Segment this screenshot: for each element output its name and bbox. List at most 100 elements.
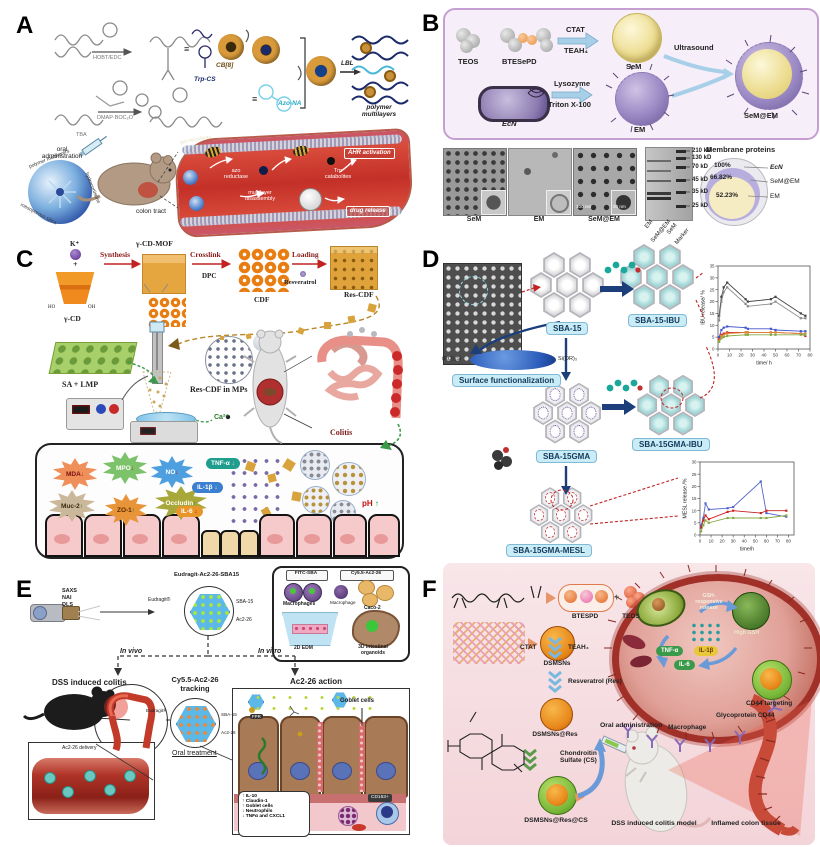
- panel-e-label: E: [16, 576, 33, 603]
- svg-text:MESL release /%: MESL release /%: [683, 478, 689, 518]
- mof-lattice-inset: [148, 297, 186, 327]
- monocyte-nucleus: [381, 806, 393, 818]
- cb8-host-icon: [218, 34, 244, 60]
- pump-knob-blue: [96, 404, 106, 414]
- sem-sphere: [612, 13, 662, 63]
- svg-text:80: 80: [808, 353, 813, 358]
- venn-pct-ecn: 100%: [714, 162, 731, 169]
- pump-knob-red: [109, 404, 119, 414]
- cell-nucleus: [54, 534, 70, 544]
- venn-name-em: EM: [770, 193, 780, 200]
- sem-label: SeM: [626, 62, 642, 71]
- gamma-cd-cone: [55, 272, 95, 304]
- effect-claudin: ↑ Claudin-1: [242, 799, 268, 804]
- panel-d-label: D: [422, 246, 440, 273]
- panel-c-label: C: [16, 246, 34, 273]
- tem-inset-sem: [481, 190, 506, 215]
- sba15-callout-1: SBA-15: [236, 599, 254, 605]
- em-label: EM: [634, 125, 646, 134]
- btespd-ball: [564, 590, 577, 603]
- dsmsns-res-sphere: [540, 698, 573, 731]
- svg-text:50: 50: [753, 539, 758, 544]
- drug-release-badge: drug release: [346, 206, 390, 217]
- scalebar-20nm: 20 nm: [613, 204, 626, 209]
- cs-label: Chondroitin Sulfate (CS): [560, 750, 597, 765]
- cell-nucleus: [171, 534, 187, 544]
- teos-label-f: TEOS: [622, 613, 640, 620]
- action-title: Ac2-26 action: [290, 677, 343, 686]
- cell-nucleus: [132, 534, 148, 544]
- il6-label-f: IL-6: [679, 662, 690, 668]
- svg-text:25: 25: [710, 287, 715, 292]
- tem-inset-semem: [611, 190, 636, 215]
- ctat-label: CTAT: [566, 25, 585, 34]
- gsh-release-label: GSH- responsive release: [695, 593, 723, 611]
- multilayer-disassembly-label: multilayer disassembly: [244, 190, 276, 203]
- btesepd-cluster-icon: [540, 39, 553, 52]
- fitc-sba-label: FITC-SBA: [294, 571, 318, 576]
- il6-pill-f: IL-6: [674, 660, 695, 670]
- microparticle-cell: [332, 462, 366, 496]
- mpo-label: MPO: [115, 464, 131, 472]
- macrophage-label-f: Macrophage: [668, 724, 707, 731]
- nanoparticle-in-vessel-1: [183, 170, 198, 185]
- azo-na-label: Azo-NA: [278, 100, 302, 107]
- muc2-label: Muc-2: [60, 502, 80, 510]
- gel-band: [647, 160, 671, 162]
- svg-text:time/h: time/h: [740, 547, 754, 553]
- svg-text:0: 0: [694, 533, 697, 538]
- ecn-bacterium: [478, 86, 550, 122]
- macrophages-label: Macrophages: [283, 601, 316, 607]
- svg-text:0: 0: [712, 347, 715, 352]
- polymer-multilayer-waves: [351, 35, 409, 105]
- green-uptake-dot: [290, 588, 296, 594]
- up-arrow-icon: ↑: [193, 499, 197, 507]
- damaged-cell: [201, 530, 221, 557]
- colonocyte-nucleus: [376, 762, 396, 780]
- mesl-molecule-icon: [503, 447, 509, 453]
- em-vesicle: [615, 72, 669, 126]
- sba15-labelbox: SBA-15: [546, 322, 589, 335]
- assembled-guest-icon: [315, 65, 327, 77]
- dsmsns-res-cs-core: [546, 784, 568, 806]
- avocado-pit: [652, 598, 665, 611]
- cdf-lattice: [238, 248, 290, 292]
- cd44-targeting-label: CD44 targeting: [746, 700, 793, 707]
- polymer-multilayers-label: polymer multilayers: [361, 104, 397, 119]
- il1b-pill-f: IL-1β: [694, 646, 719, 656]
- released-silica-icon: [299, 188, 322, 211]
- hotplate-display: [140, 427, 156, 435]
- venn-name-semem: SeM@EM: [770, 178, 800, 185]
- mesl-molecule-icon: [494, 461, 503, 470]
- sba15-cluster: [528, 252, 608, 320]
- reagent-dmap: DMAP·BOC₂O: [97, 115, 134, 121]
- il1b-label: IL-1β: [197, 484, 213, 491]
- sba15gma-labelbox: SBA-15GMA: [536, 450, 598, 463]
- reagent-tba: TBA: [76, 132, 87, 138]
- trp-molecule-icon-2: [327, 157, 335, 165]
- equiv-sign-2: ≡: [252, 94, 258, 104]
- microparticle-cell: [300, 450, 330, 480]
- panel-b-label: B: [422, 10, 440, 37]
- oral-treatment-label: Oral treatment: [172, 750, 217, 757]
- zo1-label: ZO-1: [116, 506, 132, 514]
- semem-label: SeM@EM: [744, 111, 778, 120]
- svg-text:30: 30: [692, 460, 697, 465]
- selenium-bridge-icon: [518, 33, 528, 43]
- scalebar-100nm: 100 nm: [576, 204, 592, 209]
- tem-label-sem: SeM: [466, 216, 482, 223]
- il6-pill: IL-6 ↓: [176, 506, 203, 517]
- silane-right-label: Si(OR)₃: [558, 356, 578, 362]
- instrument-dls: DLS: [62, 602, 73, 608]
- venn-name-ecn: EcN: [770, 164, 783, 171]
- down-arrow-icon: ↓: [80, 470, 85, 478]
- down-arrow-icon: ↓: [214, 484, 218, 491]
- instrument-saxs: SAXS: [62, 588, 77, 594]
- il1b-label-f: IL-1β: [699, 648, 714, 654]
- cell-nucleus: [304, 534, 320, 544]
- svg-text:60: 60: [785, 353, 790, 358]
- sa-lmp-label: SA + LMP: [62, 380, 99, 389]
- high-gsh-label: High GSH: [734, 630, 760, 636]
- effect-goblet: ↑ Goblet cells: [242, 804, 273, 809]
- mps-sphere: [205, 336, 253, 384]
